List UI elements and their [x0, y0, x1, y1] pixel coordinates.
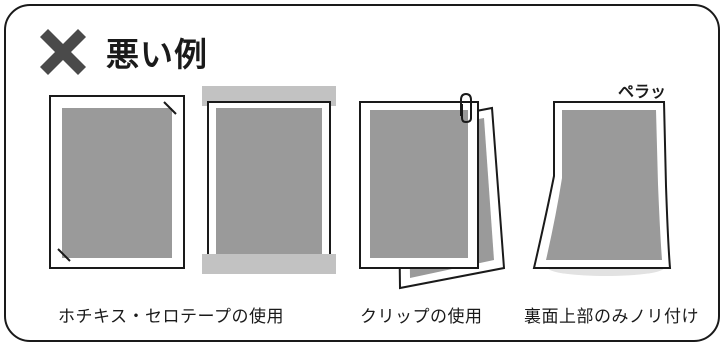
bad-examples-panel: 悪い例 ペラッ ホチキ	[4, 4, 720, 342]
staple-page-illustration	[49, 95, 185, 269]
page-title: 悪い例	[106, 35, 208, 74]
staple-top-icon	[163, 101, 177, 115]
clip-page-illustration	[359, 92, 506, 290]
caption-staple-tape: ホチキス・セロテープの使用	[58, 307, 284, 327]
staple-bottom-icon	[57, 248, 71, 262]
paper-clip-icon	[460, 92, 472, 124]
illustrations	[49, 86, 672, 290]
x-mark-icon	[40, 29, 86, 75]
flap-callout: ペラッ	[618, 82, 667, 101]
caption-clip: クリップの使用	[360, 307, 483, 327]
header: 悪い例	[34, 22, 208, 82]
glued-top-page-illustration	[532, 101, 672, 276]
tape-bottom	[202, 254, 336, 274]
tape-page-illustration	[202, 86, 336, 274]
caption-glued-top: 裏面上部のみノリ付け	[524, 307, 699, 327]
